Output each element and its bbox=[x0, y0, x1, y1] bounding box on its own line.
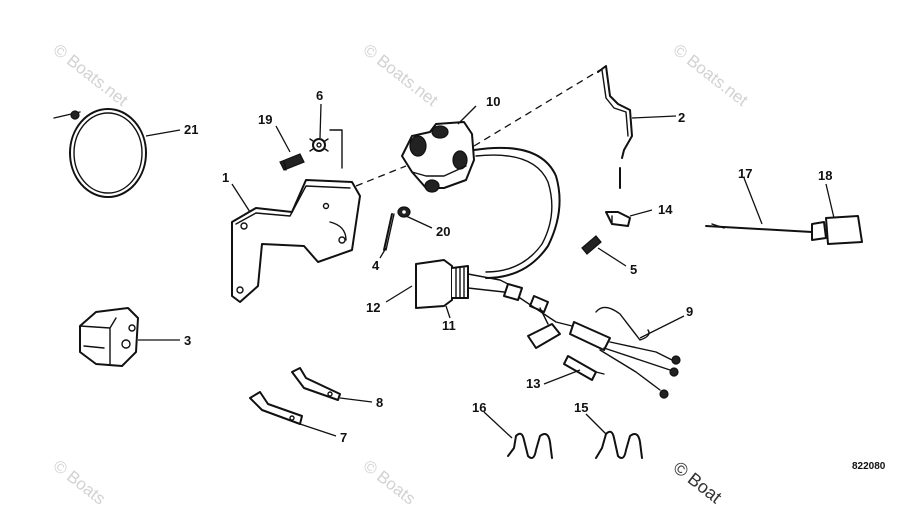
part-3-block[interactable] bbox=[79, 307, 139, 367]
callout-labels: 21 1 19 6 10 2 17 18 14 5 20 4 12 11 9 1… bbox=[184, 88, 886, 472]
watermark-3: © Boats.net bbox=[670, 40, 752, 110]
callout-16: 16 bbox=[472, 400, 486, 415]
watermark-6: © Boat bbox=[670, 457, 726, 507]
callout-7: 7 bbox=[340, 430, 347, 445]
watermark-1: © Boats.net bbox=[50, 40, 132, 110]
part-4-pin[interactable] bbox=[383, 213, 395, 251]
harness-cable bbox=[473, 146, 561, 279]
leader-lines bbox=[138, 103, 835, 439]
watermark-2: © Boats.net bbox=[360, 40, 442, 110]
part-18-connector[interactable] bbox=[811, 215, 863, 245]
part-15-spring[interactable] bbox=[595, 430, 643, 459]
callout-1: 1 bbox=[222, 170, 229, 185]
callout-6: 6 bbox=[316, 88, 323, 103]
part-11-connector[interactable] bbox=[415, 259, 521, 309]
callout-20: 20 bbox=[436, 224, 450, 239]
callout-8: 8 bbox=[376, 395, 383, 410]
callout-19: 19 bbox=[258, 112, 272, 127]
part-7-clip[interactable] bbox=[249, 391, 303, 425]
callout-18: 18 bbox=[818, 168, 832, 183]
callout-14: 14 bbox=[658, 202, 673, 217]
callout-13: 13 bbox=[526, 376, 540, 391]
part-19-screw[interactable] bbox=[279, 153, 305, 171]
part-8-clip[interactable] bbox=[291, 367, 341, 401]
callout-15: 15 bbox=[574, 400, 588, 415]
assembly-dashed-lines bbox=[355, 69, 601, 187]
part-6-lock-washer[interactable] bbox=[309, 129, 343, 169]
callout-4: 4 bbox=[372, 258, 380, 273]
part-2-link-rod[interactable] bbox=[597, 65, 633, 189]
callout-2: 2 bbox=[678, 110, 685, 125]
part-9-leads[interactable] bbox=[519, 297, 681, 399]
part-17-lead[interactable] bbox=[705, 223, 813, 233]
callout-21: 21 bbox=[184, 122, 198, 137]
drawing-number: 822080 bbox=[852, 461, 886, 472]
lead-sleeves[interactable] bbox=[503, 283, 549, 313]
watermark-4: © Boats bbox=[50, 456, 110, 508]
part-13-terminal[interactable] bbox=[563, 355, 605, 381]
callout-9: 9 bbox=[686, 304, 693, 319]
callout-10: 10 bbox=[486, 94, 500, 109]
callout-11: 11 bbox=[442, 318, 456, 333]
part-21-clamp-ring[interactable] bbox=[53, 108, 147, 198]
watermark-5: © Boats bbox=[360, 456, 420, 508]
part-5-screw[interactable] bbox=[581, 235, 602, 255]
callout-17: 17 bbox=[738, 166, 752, 181]
callout-5: 5 bbox=[630, 262, 637, 277]
part-16-spring[interactable] bbox=[507, 432, 553, 459]
part-1-bracket[interactable] bbox=[231, 179, 361, 303]
part-20-washer[interactable] bbox=[397, 206, 411, 218]
callout-12: 12 bbox=[366, 300, 380, 315]
callout-3: 3 bbox=[184, 333, 191, 348]
part-10-sensor[interactable] bbox=[401, 121, 475, 193]
part-14-clip[interactable] bbox=[605, 211, 631, 227]
